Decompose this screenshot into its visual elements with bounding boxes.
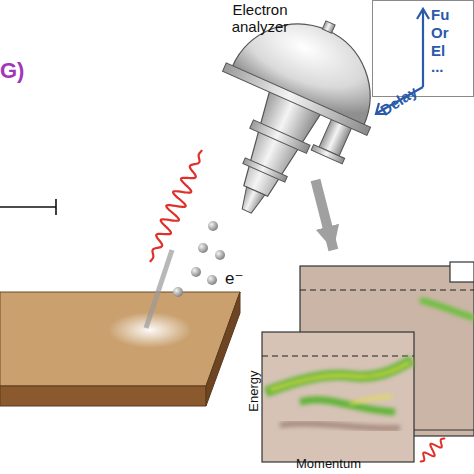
laser-pulse [150, 150, 202, 262]
spectrum-panel: EnergyMomentum [250, 250, 474, 474]
electron [215, 250, 225, 260]
fermi-line [262, 355, 414, 356]
sample-front [0, 386, 206, 406]
background-band [280, 424, 400, 429]
electron-label: e⁻ [225, 270, 243, 287]
band [420, 300, 474, 318]
electron [207, 275, 217, 285]
inset-box: FuOrEl...Delay [372, 0, 474, 97]
band [266, 360, 412, 392]
fermi-line [300, 289, 474, 290]
electron [208, 221, 218, 231]
axis-item: Fu [431, 7, 449, 24]
axis-item: ... [431, 59, 444, 76]
band-core [350, 396, 392, 404]
electron [191, 267, 201, 277]
axis-label: Energy [247, 371, 261, 412]
front-panel [262, 332, 414, 462]
axis-label: Delay [378, 83, 421, 119]
analyzer-label: Electron analyzer [214, 2, 306, 35]
electron [173, 287, 183, 297]
band [300, 400, 395, 412]
sample-side [206, 292, 240, 406]
analyzer-node: Electron analyzer [210, 0, 375, 180]
flow-arrow [315, 180, 333, 250]
axis-item: El [431, 43, 445, 60]
panel-edge [414, 430, 474, 431]
bracket [0, 199, 56, 215]
electron [198, 243, 208, 253]
axis-label: Momentum [296, 457, 361, 471]
small-box [450, 262, 474, 282]
probe-pulse [420, 438, 445, 462]
sample-top [0, 292, 240, 386]
axis-item: Or [431, 25, 449, 42]
band-core [270, 362, 410, 390]
source-label: G) [0, 60, 24, 82]
